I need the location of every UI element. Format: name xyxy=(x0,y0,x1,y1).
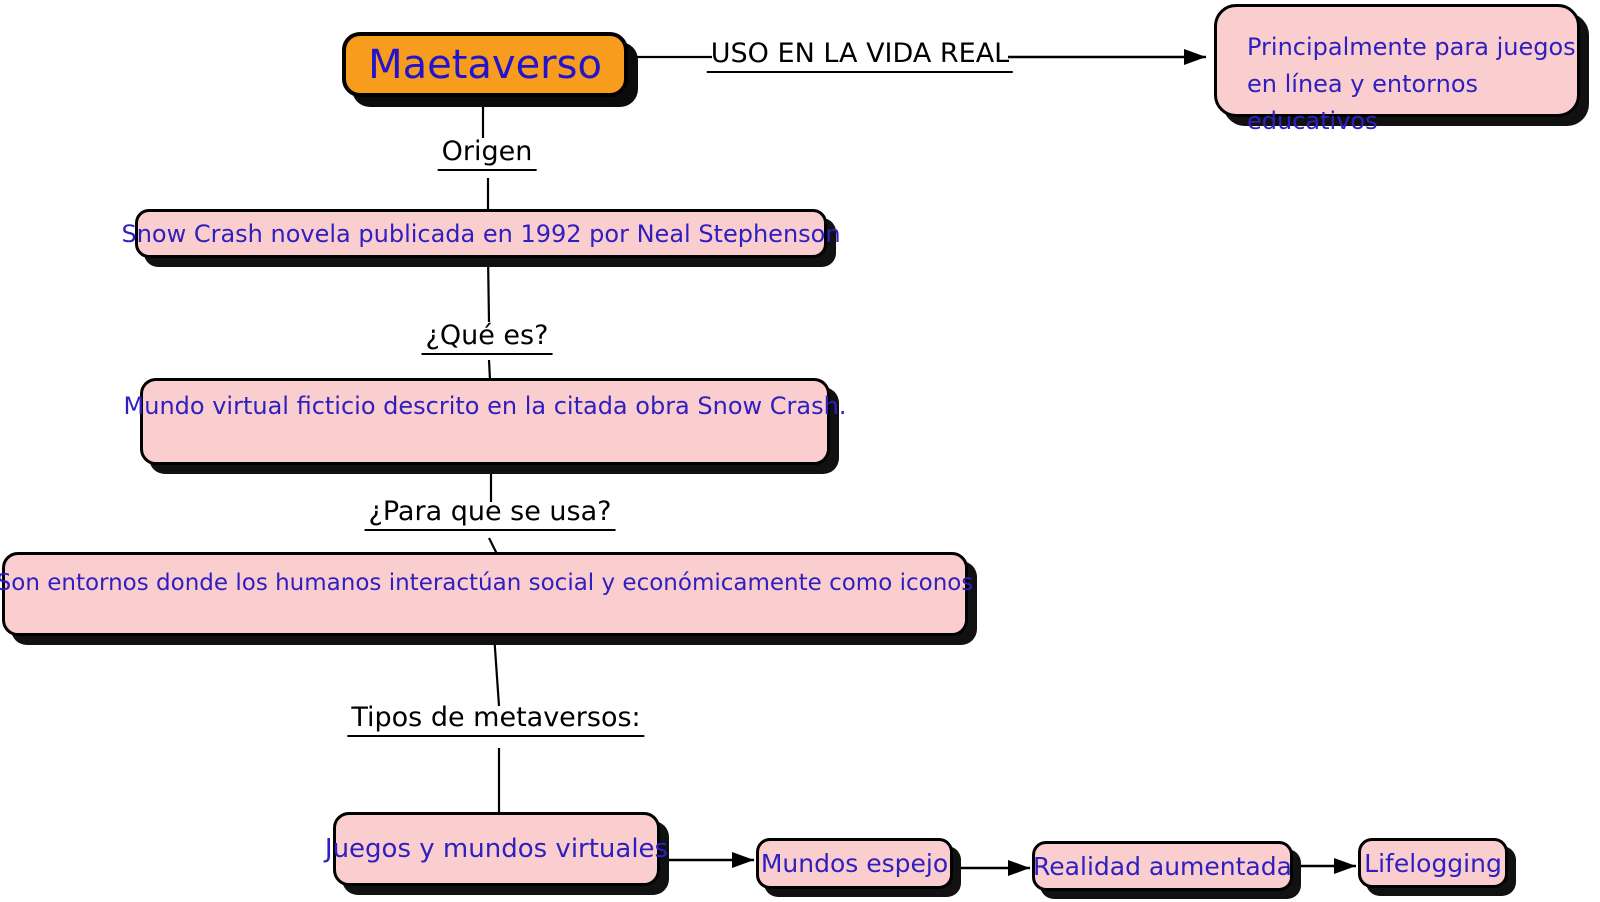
edge-label-que-es[interactable]: ¿Qué es? xyxy=(421,320,553,355)
edge-label-para-que-se-usa[interactable]: ¿Para que se usa? xyxy=(364,496,616,531)
edge-label-tipos-de-metaversos[interactable]: Tipos de metaversos: xyxy=(347,702,645,737)
node-lifelogging[interactable]: Lifelogging xyxy=(1358,838,1508,888)
edge-label-uso-en-la-vida-real[interactable]: USO EN LA VIDA REAL xyxy=(706,38,1014,73)
edge-sonentornos-tipos xyxy=(492,633,501,707)
node-realidad-aumentada[interactable]: Realidad aumentada xyxy=(1032,841,1293,891)
edge-snowcrash-quees xyxy=(486,255,491,323)
node-maetaverso[interactable]: Maetaverso xyxy=(342,32,628,97)
node-juegos-y-mundos-virtuales[interactable]: Juegos y mundos virtuales xyxy=(325,812,668,886)
node-uso-vida-real-result[interactable]: Principalmente para juegos en línea y en… xyxy=(1214,4,1580,135)
node-mundo-virtual[interactable]: Mundo virtual ficticio descrito en la ci… xyxy=(124,378,846,465)
node-snow-crash-origen[interactable]: Snow Crash novela publicada en 1992 por … xyxy=(121,209,841,258)
edge-quees-mundovirtual xyxy=(487,359,492,381)
edge-label-origen[interactable]: Origen xyxy=(437,136,537,171)
edge-paraque-sonentornos xyxy=(488,537,498,555)
node-mundos-espejo[interactable]: Mundos espejo xyxy=(756,838,953,889)
node-son-entornos[interactable]: Son entornos donde los humanos interactú… xyxy=(0,552,973,636)
